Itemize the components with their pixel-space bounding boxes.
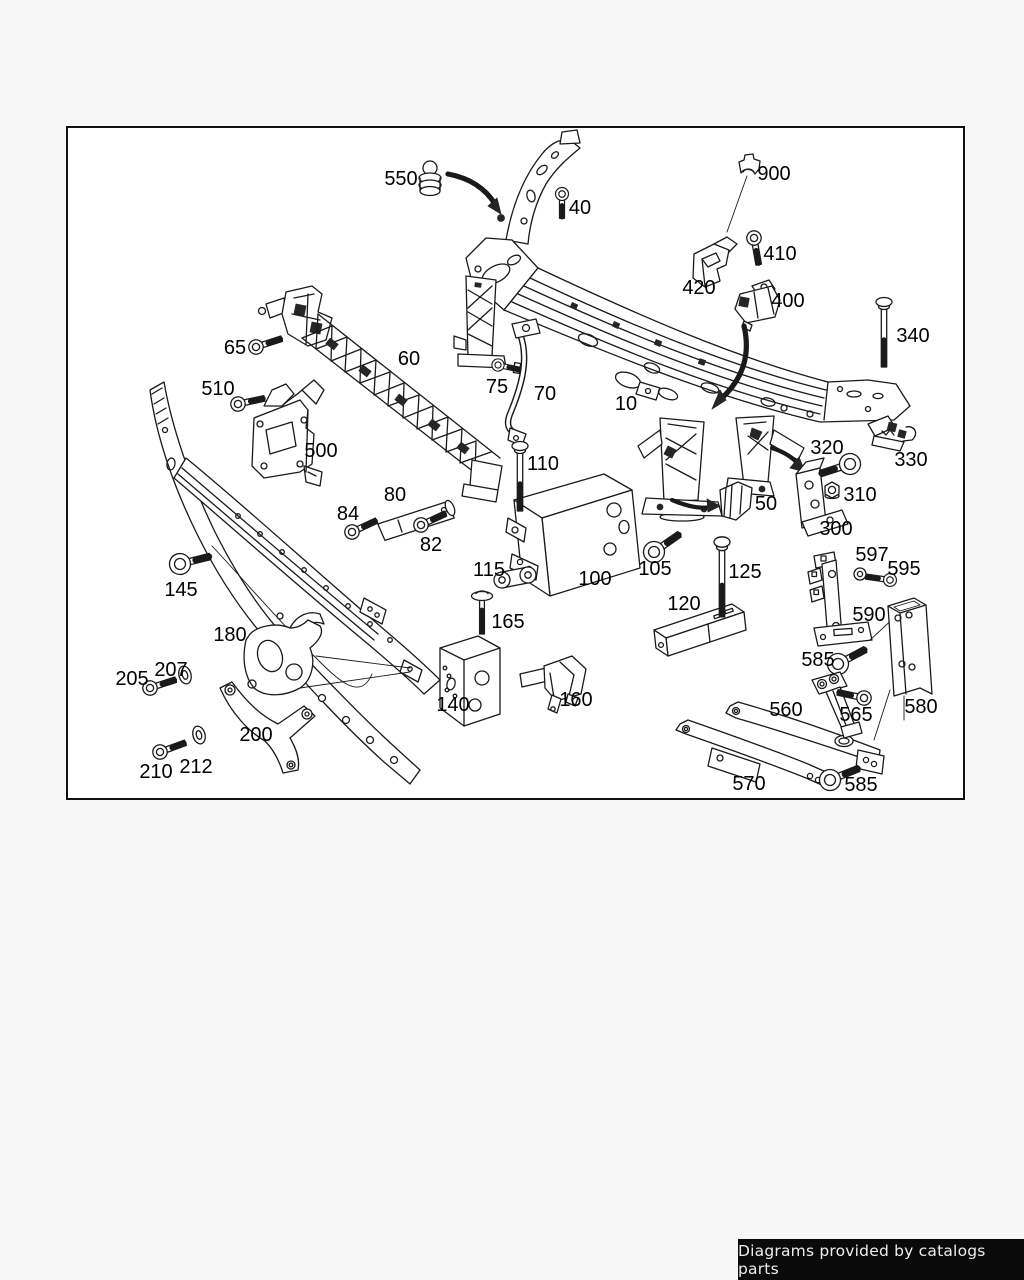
- part-label-105: 105: [638, 558, 672, 580]
- part-label-180: 180: [213, 624, 247, 646]
- part-label-205: 205: [115, 668, 149, 690]
- part-500-bracket: [251, 379, 325, 487]
- part-115-link: [493, 566, 537, 589]
- part-900-cap: [726, 153, 761, 233]
- part-580-block: [873, 597, 933, 741]
- part-label-212: 212: [179, 756, 213, 778]
- part-label-300: 300: [819, 518, 853, 540]
- part-label-165: 165: [491, 611, 525, 633]
- part-label-115: 115: [473, 559, 505, 581]
- part-310-nut: [824, 481, 840, 500]
- part-label-60: 60: [397, 348, 421, 370]
- part-510-screw: [229, 391, 265, 412]
- part-label-10: 10: [614, 393, 638, 415]
- part-label-80: 80: [383, 484, 407, 506]
- part-550-buffer: [418, 160, 505, 222]
- part-420-clamp: [692, 236, 738, 288]
- part-label-50: 50: [754, 493, 778, 515]
- part-label-560: 560: [769, 699, 803, 721]
- part-label-310: 310: [843, 484, 877, 506]
- part-340-bolt: [876, 298, 892, 368]
- part-label-595: 595: [887, 558, 921, 580]
- part-label-510: 510: [201, 378, 235, 400]
- part-160-bracket: [519, 655, 587, 714]
- part-label-420: 420: [682, 277, 716, 299]
- part-label-570: 570: [732, 773, 766, 795]
- part-label-70: 70: [533, 383, 557, 405]
- part-label-900: 900: [757, 163, 791, 185]
- part-label-565: 565: [839, 704, 873, 726]
- footer-credit-bar: Diagrams provided by catalogs parts: [738, 1239, 1024, 1280]
- part-label-120: 120: [667, 593, 701, 615]
- part-label-200: 200: [239, 724, 273, 746]
- part-10-cowl-crossmember: [453, 129, 911, 522]
- part-label-330: 330: [894, 449, 928, 471]
- part-label-140: 140: [436, 694, 470, 716]
- footer-credit-text: Diagrams provided by catalogs parts: [738, 1241, 986, 1278]
- part-40-screw: [556, 188, 569, 219]
- part-212-washer: [190, 724, 208, 746]
- part-label-100: 100: [578, 568, 612, 590]
- part-label-125: 125: [728, 561, 762, 583]
- part-165-screw: [472, 591, 493, 634]
- part-400-mount: [734, 279, 781, 332]
- part-70-pipe: [504, 318, 541, 447]
- part-label-207: 207: [154, 659, 188, 681]
- part-label-210: 210: [139, 761, 173, 783]
- part-label-110: 110: [527, 453, 559, 475]
- part-597-washer: [853, 567, 867, 581]
- part-200-y-bracket: [219, 681, 316, 774]
- part-140-bumper-beam: [173, 457, 501, 727]
- part-label-340: 340: [896, 325, 930, 347]
- part-590-bracket: [807, 551, 897, 647]
- part-label-160: 160: [559, 689, 593, 711]
- part-label-590: 590: [852, 604, 886, 626]
- part-50-bracket: [719, 481, 753, 521]
- part-180-bracket: [243, 612, 325, 696]
- part-label-40: 40: [568, 197, 592, 219]
- part-label-75: 75: [485, 376, 509, 398]
- part-label-82: 82: [419, 534, 443, 556]
- part-560-strut: [811, 671, 863, 739]
- part-label-550: 550: [384, 168, 418, 190]
- part-label-84: 84: [336, 503, 360, 525]
- part-label-597: 597: [855, 544, 889, 566]
- part-label-145: 145: [164, 579, 198, 601]
- part-label-500: 500: [304, 440, 338, 462]
- part-label-320: 320: [810, 437, 844, 459]
- part-65-bolt: [247, 332, 284, 356]
- part-label-410: 410: [763, 243, 797, 265]
- part-570-rails: [675, 701, 885, 787]
- part-label-400: 400: [771, 290, 805, 312]
- part-100-bracket: [505, 473, 641, 597]
- part-60-support-beam: [257, 285, 503, 503]
- parts-diagram-drawing: [68, 129, 933, 798]
- part-label-585: 585: [844, 774, 878, 796]
- part-label-585: 585: [801, 649, 835, 671]
- part-label-65: 65: [223, 337, 247, 359]
- part-label-580: 580: [904, 696, 938, 718]
- part-300-bracket: [795, 457, 849, 537]
- part-330-latch: [867, 415, 917, 452]
